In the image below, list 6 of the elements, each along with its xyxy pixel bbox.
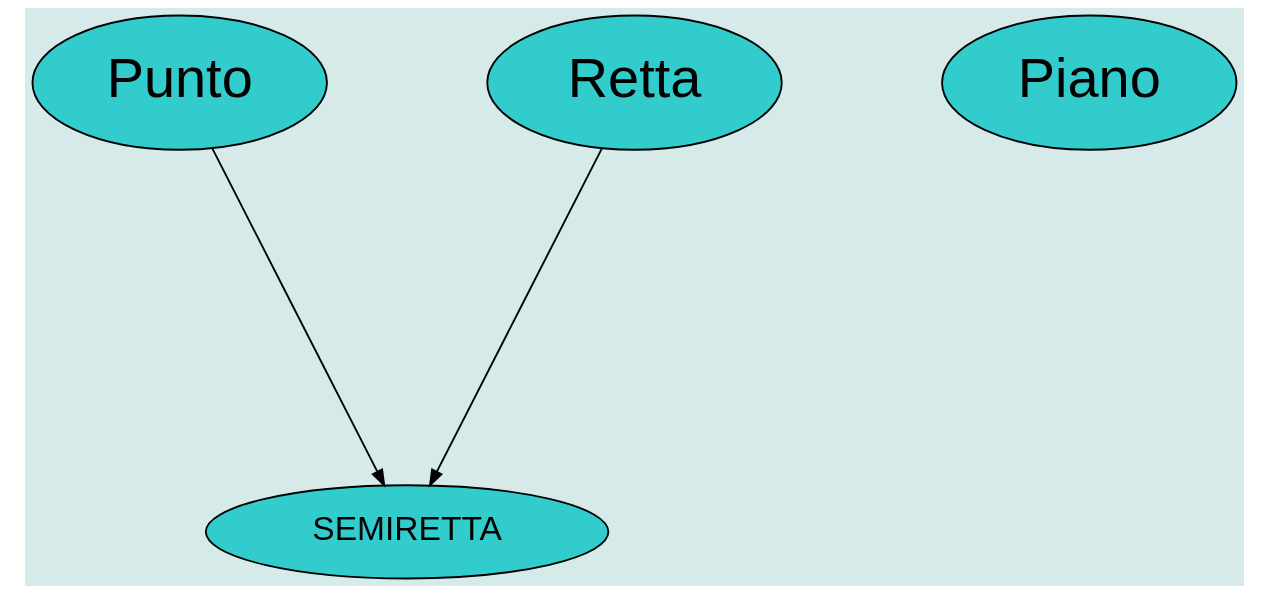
arrow xyxy=(210,147,385,488)
node-ellipse: Punto xyxy=(31,14,328,151)
node-ellipse: SEMIRETTA xyxy=(204,484,609,580)
node-ellipse: Piano xyxy=(940,14,1237,151)
arrow xyxy=(428,147,603,488)
node-ellipse: Retta xyxy=(485,14,783,151)
